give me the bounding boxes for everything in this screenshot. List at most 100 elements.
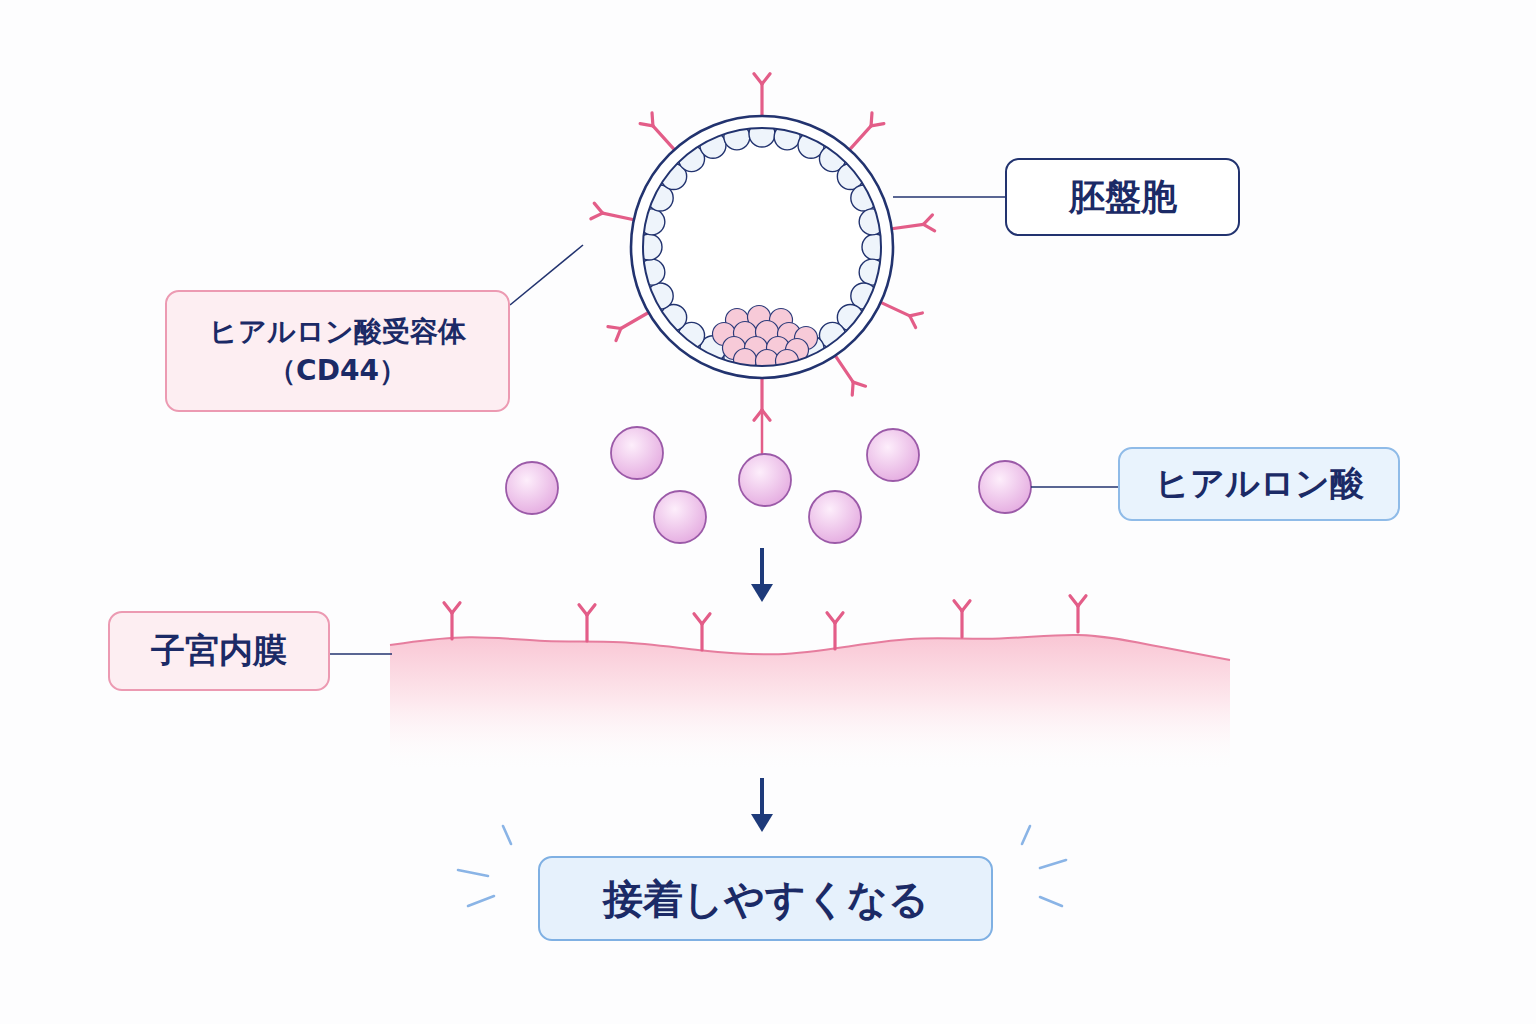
- receptor-arm: [608, 327, 621, 329]
- sparkle-mark: [1040, 897, 1062, 906]
- receptor-symbol: [754, 74, 770, 116]
- receptor-arm: [954, 601, 962, 611]
- receptor-arm: [702, 614, 710, 624]
- receptor-stem: [760, 84, 763, 116]
- trophectoderm-cells: [636, 121, 888, 373]
- receptor-symbol: [892, 215, 935, 231]
- receptor-stem: [760, 378, 763, 410]
- trophectoderm-cell: [636, 234, 662, 260]
- receptor-stem: [960, 611, 963, 637]
- receptor-symbol: [954, 601, 970, 637]
- trophectoderm-cell: [859, 259, 885, 285]
- receptor-symbol: [835, 356, 865, 395]
- flow-arrow: [751, 548, 773, 602]
- receptor-stem: [700, 624, 703, 650]
- hyaluronic-acid-sphere: [506, 462, 558, 514]
- trophectoderm-cell: [724, 124, 750, 150]
- receptor-arm: [579, 605, 587, 615]
- receptor-arm: [640, 124, 653, 126]
- trophectoderm-cell: [859, 209, 885, 235]
- receptor-arm: [910, 313, 923, 316]
- label-text: 接着しやすくなる: [603, 871, 929, 927]
- blastocyst-receptors: [591, 74, 935, 420]
- receptor-symbol: [579, 605, 595, 641]
- receptor-arm: [1070, 596, 1078, 606]
- leader-line: [893, 196, 1005, 198]
- hyaluronic-acid-sphere: [979, 461, 1031, 513]
- trophectoderm-cell: [862, 234, 888, 260]
- receptor-binding-line: [761, 410, 764, 455]
- receptor-symbol: [591, 203, 634, 220]
- label-box: 子宮内膜: [108, 611, 330, 691]
- receptor-arm: [851, 382, 855, 395]
- receptor-arm: [853, 382, 865, 386]
- receptor-arm: [762, 74, 770, 84]
- receptor-symbol: [1070, 596, 1086, 632]
- endometrium-band: [390, 635, 1230, 775]
- sparkle-mark: [1040, 860, 1066, 868]
- endometrium-surface: [390, 635, 1230, 660]
- zona-outer-ring: [631, 116, 893, 378]
- receptor-arm: [650, 113, 654, 126]
- arrow-shaft: [760, 778, 764, 818]
- receptor-arm: [444, 603, 452, 613]
- receptor-stem: [835, 356, 853, 383]
- trophectoderm-cell: [700, 132, 726, 158]
- receptor-symbol: [444, 603, 460, 639]
- receptor-stem: [450, 613, 453, 639]
- sparkle-mark: [458, 870, 488, 876]
- trophectoderm-cell: [749, 121, 775, 147]
- receptor-arm: [694, 614, 702, 624]
- arrow-head: [751, 814, 773, 832]
- receptor-arm: [587, 605, 595, 615]
- hyaluronic-acid-sphere: [739, 454, 791, 506]
- hyaluronic-acid-sphere: [654, 491, 706, 543]
- arrow-shaft: [760, 548, 764, 588]
- trophectoderm-cell: [647, 283, 673, 309]
- receptor-stem: [850, 126, 871, 150]
- trophectoderm-cell: [639, 259, 665, 285]
- leader-line: [1031, 486, 1118, 488]
- receptor-stem: [833, 623, 836, 649]
- receptor-stem: [585, 615, 588, 641]
- receptor-symbol: [881, 302, 923, 327]
- receptor-stem: [881, 302, 910, 316]
- receptor-arm: [1078, 596, 1086, 606]
- hyaluronic-acid-spheres: [506, 427, 1031, 543]
- hyaluronic-acid-sphere: [809, 491, 861, 543]
- receptor-arm: [835, 613, 843, 623]
- hyaluronic-acid-sphere: [867, 429, 919, 481]
- receptor-arm: [616, 329, 621, 341]
- label-text: 子宮内膜: [151, 627, 287, 675]
- result-box: 接着しやすくなる: [538, 856, 993, 941]
- receptor-symbol: [640, 113, 674, 150]
- receptor-arm: [923, 224, 934, 231]
- receptor-symbol: [608, 313, 649, 341]
- label-box: ヒアルロン酸受容体 （CD44）: [165, 290, 510, 412]
- receptor-symbol: [694, 614, 710, 650]
- receptor-symbol: [827, 613, 843, 649]
- receptor-stem: [653, 126, 674, 150]
- receptor-stem: [892, 224, 924, 228]
- receptor-arm: [754, 74, 762, 84]
- endometrium-receptors: [444, 596, 1086, 650]
- trophectoderm-cell: [774, 124, 800, 150]
- leader-line: [330, 653, 392, 655]
- receptor-arm: [594, 203, 602, 213]
- inner-cell-mass-cell: [734, 349, 757, 372]
- receptor-arm: [962, 601, 970, 611]
- zona-inner-ring: [643, 128, 881, 366]
- receptor-arm: [591, 213, 603, 219]
- receptor-arm: [910, 316, 916, 328]
- trophectoderm-cell: [639, 209, 665, 235]
- receptor-arm: [923, 215, 932, 224]
- receptor-stem: [1076, 606, 1079, 632]
- trophectoderm-cell: [851, 185, 877, 211]
- label-text: ヒアルロン酸: [1155, 460, 1364, 508]
- leader-line: [510, 245, 583, 305]
- receptor-stem: [621, 313, 649, 329]
- label-box: 胚盤胞: [1005, 158, 1240, 236]
- receptor-arm: [452, 603, 460, 613]
- label-text: 胚盤胞: [1069, 172, 1177, 222]
